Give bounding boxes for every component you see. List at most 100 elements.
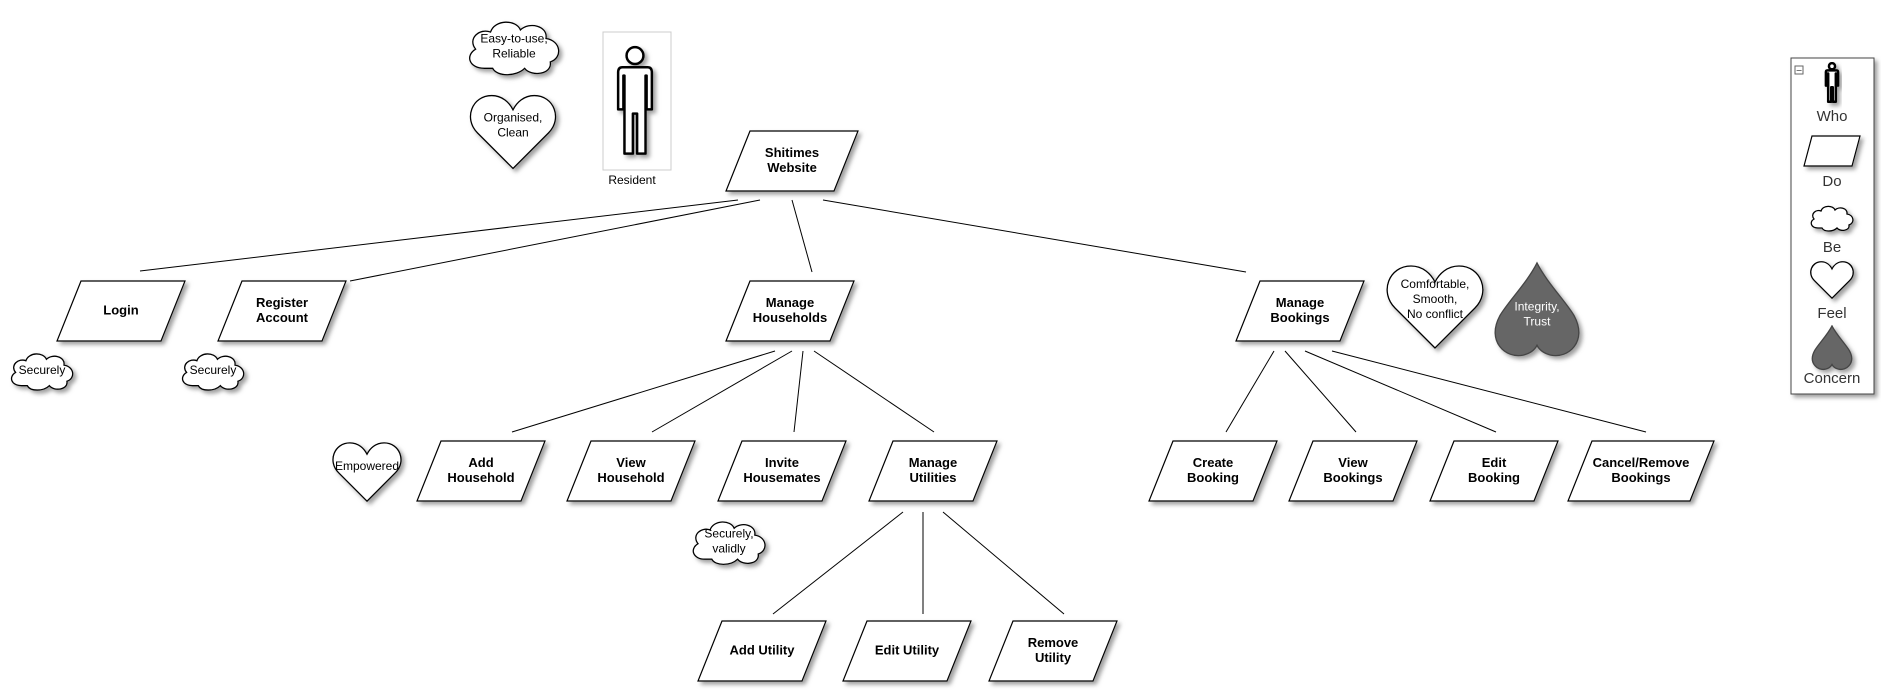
- node-label-line: Account: [256, 310, 309, 325]
- connector-lines: [139, 199, 1647, 615]
- node-label-line: Utilities: [910, 470, 957, 485]
- quality-invite-securely-validly[interactable]: Securely,validly: [692, 521, 766, 565]
- quality-login-securely[interactable]: Securely: [11, 353, 74, 391]
- goal-edit-utility[interactable]: Edit Utility: [842, 620, 972, 682]
- edge-root-households: [791, 199, 813, 273]
- emotion-comfortable-smooth-no-conflict[interactable]: Comfortable,Smooth,No conflict: [1386, 265, 1484, 349]
- node-label-line: Booking: [1468, 470, 1520, 485]
- emotion-organised-clean[interactable]: Organised,Clean: [469, 94, 557, 170]
- parallelogram-icon: [1803, 135, 1861, 167]
- stakeholder-resident[interactable]: Resident: [602, 31, 672, 187]
- node-label-line: Housemates: [743, 470, 820, 485]
- node-label-line: Website: [767, 160, 817, 175]
- concern-integrity-trust[interactable]: Integrity,Trust: [1494, 262, 1580, 357]
- parallelogram-shape: [56, 280, 186, 342]
- node-label-line: Create: [1193, 455, 1233, 470]
- legend-label: Do: [1822, 173, 1841, 190]
- parallelogram-shape: [416, 440, 546, 502]
- quality-register-securely[interactable]: Securely: [182, 353, 245, 391]
- parallelogram-shape: [566, 440, 696, 502]
- parallelogram-shape: [1288, 440, 1418, 502]
- node-label-line: validly: [712, 542, 745, 556]
- parallelogram-shape: [217, 280, 347, 342]
- parallelogram-shape: [1429, 440, 1559, 502]
- node-label-line: Household: [597, 470, 664, 485]
- edge-bookings-cancel: [1331, 350, 1647, 433]
- node-label-line: Edit: [1482, 455, 1507, 470]
- emotion-empowered[interactable]: Empowered: [332, 442, 402, 502]
- legend-item-be: Be: [1810, 205, 1854, 256]
- edge-households-view: [651, 350, 793, 433]
- node-label-line: Integrity,: [1514, 300, 1559, 314]
- node-label-line: Easy-to-use,: [480, 32, 547, 46]
- edge-households-invite: [793, 350, 804, 433]
- parallelogram-shape: [1567, 440, 1715, 502]
- node-label-line: Trust: [1524, 315, 1552, 329]
- node-label-line: Cancel/Remove: [1593, 455, 1690, 470]
- node-label-line: View: [616, 455, 646, 470]
- node-label-line: No conflict: [1407, 307, 1464, 321]
- cloud-icon: [1810, 205, 1854, 232]
- node-label-line: Securely: [190, 363, 237, 377]
- node-label-line: Bookings: [1323, 470, 1382, 485]
- edge-root-login: [139, 199, 739, 272]
- legend-collapse-button[interactable]: [1794, 65, 1804, 75]
- node-label-line: Edit Utility: [875, 642, 940, 657]
- legend-item-do: Do: [1803, 135, 1861, 190]
- node-label-line: Login: [103, 302, 138, 317]
- edge-bookings-create: [1225, 350, 1275, 433]
- edge-utilities-add: [772, 511, 904, 615]
- node-label-line: Households: [753, 310, 827, 325]
- edge-bookings-edit: [1304, 350, 1497, 433]
- edge-root-register: [349, 199, 761, 282]
- node-label-line: Reliable: [492, 47, 536, 61]
- edge-root-bookings: [822, 199, 1247, 273]
- parallelogram-shape: [1148, 440, 1278, 502]
- edge-bookings-view: [1284, 350, 1357, 433]
- concerns: Integrity,Trust: [1494, 262, 1580, 357]
- parallelogram-shape: [697, 620, 827, 682]
- goal-add-utility[interactable]: Add Utility: [697, 620, 827, 682]
- legend-label: Be: [1823, 239, 1841, 256]
- parallelogram-shape: [842, 620, 972, 682]
- node-label-line: Remove: [1028, 635, 1079, 650]
- node-label-line: Manage: [909, 455, 957, 470]
- goal-login[interactable]: Login: [56, 280, 186, 342]
- quality-easy-to-use-reliable[interactable]: Easy-to-use,Reliable: [468, 21, 560, 76]
- node-label-line: Register: [256, 295, 308, 310]
- legend-label: Feel: [1817, 305, 1846, 322]
- parallelogram-shape: [1235, 280, 1365, 342]
- node-label-line: Utility: [1035, 650, 1072, 665]
- node-label-line: View: [1338, 455, 1368, 470]
- node-label-line: Household: [447, 470, 514, 485]
- edge-utilities-remove: [942, 511, 1065, 615]
- parallelogram-shape: [988, 620, 1118, 682]
- parallelogram-shape: [725, 130, 859, 192]
- node-label-line: Organised,: [484, 110, 543, 124]
- legend-collapse-symbol: −: [1796, 66, 1803, 75]
- node-label-line: Manage: [766, 295, 814, 310]
- node-label-line: Securely,: [704, 527, 753, 541]
- node-label-line: Add Utility: [730, 642, 796, 657]
- node-label-line: Clean: [497, 125, 528, 139]
- node-label-line: Comfortable,: [1401, 277, 1470, 291]
